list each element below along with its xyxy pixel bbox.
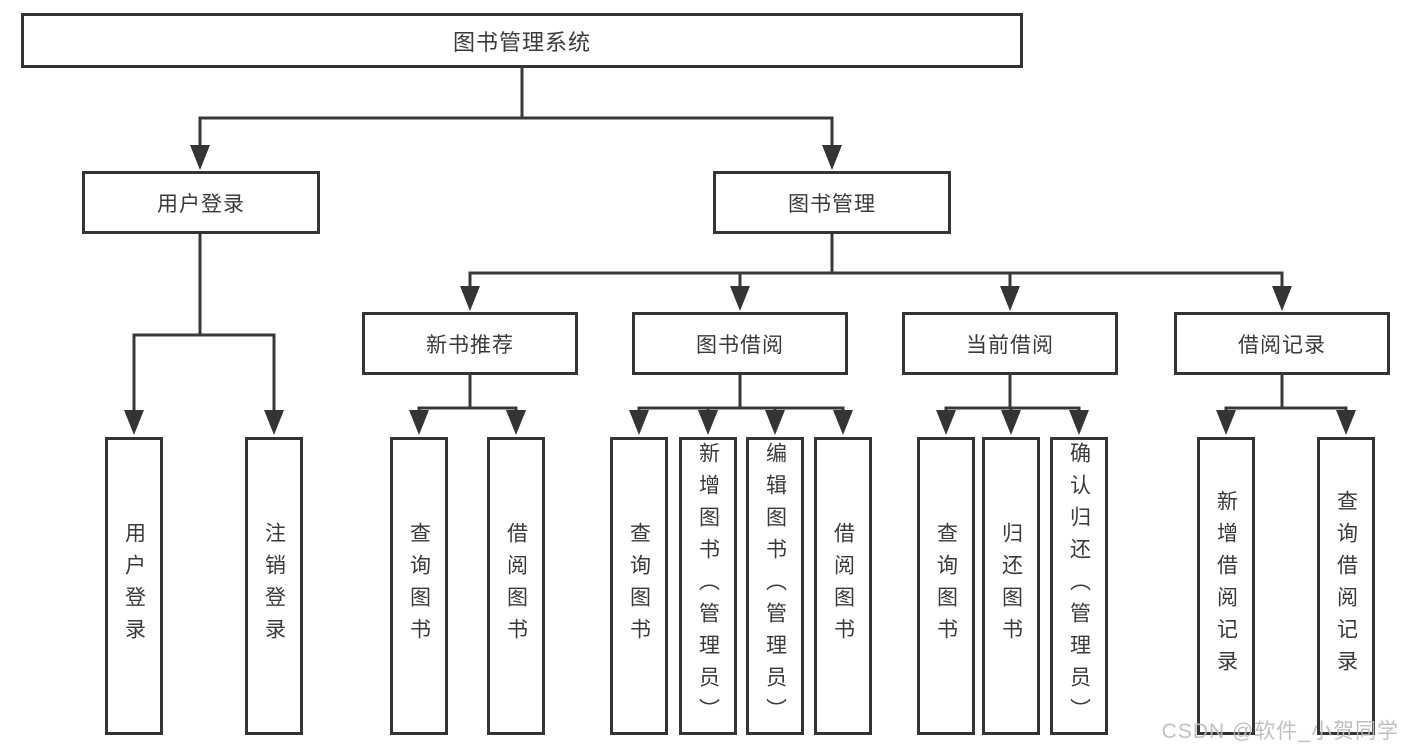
leaf-query-books-borrowing: 查询图书: [610, 437, 668, 735]
leaf-user-login: 用户登录: [105, 437, 163, 735]
node-new-book-recommendation: 新书推荐: [362, 312, 578, 375]
leaf-query-books-recommend-label: 查询图书: [407, 522, 431, 650]
leaf-return-books: 归还图书: [982, 437, 1040, 735]
leaf-query-borrow-record: 查询借阅记录: [1317, 437, 1375, 735]
leaf-add-books-admin: 新增图书（管理员）: [679, 437, 737, 735]
leaf-borrow-books-label: 借阅图书: [831, 522, 855, 650]
leaf-user-login-label: 用户登录: [122, 522, 146, 650]
leaf-edit-books-admin-label: 编辑图书（管理员）: [763, 442, 787, 730]
leaf-edit-books-admin: 编辑图书（管理员）: [746, 437, 804, 735]
node-library-system: 图书管理系统: [21, 13, 1023, 68]
leaf-query-books-current-label: 查询图书: [934, 522, 958, 650]
node-new-book-recommendation-label: 新书推荐: [426, 333, 514, 357]
leaf-confirm-return-admin-label: 确认归还（管理员）: [1067, 442, 1091, 730]
leaf-borrow-books-recommend: 借阅图书: [487, 437, 545, 735]
leaf-borrow-books: 借阅图书: [814, 437, 872, 735]
leaf-return-books-label: 归还图书: [999, 522, 1023, 650]
leaf-confirm-return-admin: 确认归还（管理员）: [1050, 437, 1108, 735]
node-borrowing-records: 借阅记录: [1174, 312, 1390, 375]
leaf-add-books-admin-label: 新增图书（管理员）: [696, 442, 720, 730]
leaf-add-borrow-record-label: 新增借阅记录: [1214, 490, 1238, 682]
node-user-login: 用户登录: [82, 171, 320, 234]
leaf-query-books-current: 查询图书: [917, 437, 975, 735]
node-current-borrowing-label: 当前借阅: [966, 333, 1054, 357]
leaf-logout: 注销登录: [245, 437, 303, 735]
leaf-query-books-recommend: 查询图书: [390, 437, 448, 735]
node-library-system-label: 图书管理系统: [452, 29, 591, 55]
node-user-login-label: 用户登录: [157, 192, 245, 216]
leaf-query-books-borrowing-label: 查询图书: [627, 522, 651, 650]
node-borrowing-records-label: 借阅记录: [1238, 333, 1326, 357]
csdn-watermark: CSDN @软件_小贺同学: [1161, 720, 1399, 743]
node-book-borrowing: 图书借阅: [632, 312, 848, 375]
node-book-management-label: 图书管理: [788, 192, 876, 216]
node-book-borrowing-label: 图书借阅: [696, 333, 784, 357]
leaf-borrow-books-recommend-label: 借阅图书: [504, 522, 528, 650]
node-current-borrowing: 当前借阅: [902, 312, 1118, 375]
leaf-logout-label: 注销登录: [262, 522, 286, 650]
node-book-management: 图书管理: [713, 171, 951, 234]
leaf-query-borrow-record-label: 查询借阅记录: [1334, 490, 1358, 682]
leaf-add-borrow-record: 新增借阅记录: [1197, 437, 1255, 735]
